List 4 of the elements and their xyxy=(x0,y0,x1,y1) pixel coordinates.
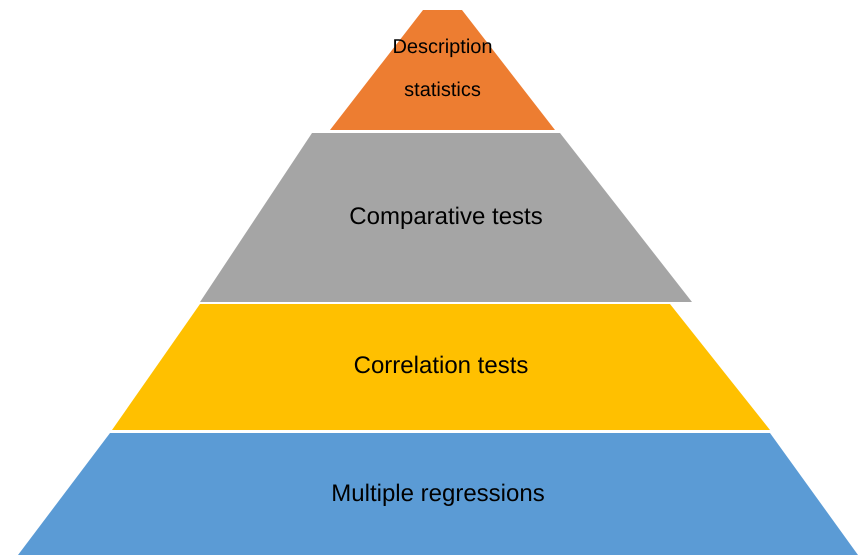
layer-label: Multiple regressions xyxy=(330,479,546,509)
layer-label: Description statistics xyxy=(391,35,494,103)
layer-label: Correlation tests xyxy=(352,351,530,381)
layer-label: Comparative tests xyxy=(348,202,544,232)
